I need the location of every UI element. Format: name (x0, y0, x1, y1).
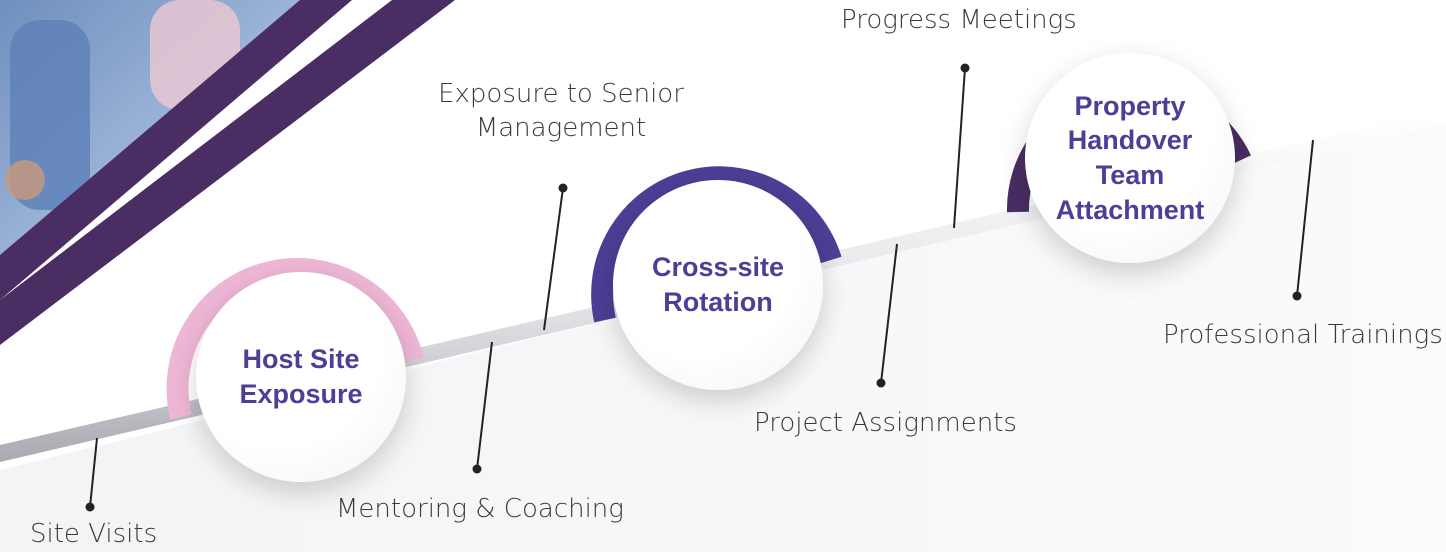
connector-dot-trainings (1292, 291, 1302, 301)
property-handover-line3: Team (1095, 160, 1165, 190)
milestone-cross-site: Cross-site Rotation (613, 180, 823, 390)
connector-dot-progress (960, 63, 970, 73)
connector-progress (953, 67, 966, 229)
milestone-property-handover: Property Handover Team Attachment (1025, 53, 1235, 263)
connector-dot-project (876, 378, 886, 388)
cross-site-arc (591, 166, 842, 323)
diagonal-stripe-inner (0, 0, 455, 345)
connector-mentoring (476, 341, 493, 470)
exposure-line2: Management (475, 112, 647, 143)
exposure-line1: Exposure to Senior (438, 79, 684, 109)
label-site-visits: Site Visits (30, 519, 158, 549)
connector-dot-site-visits (85, 502, 95, 512)
diagonal-stripe-outer (0, 0, 352, 300)
connector-site-visits (89, 437, 98, 508)
label-professional-trainings: Professional Trainings (1163, 320, 1443, 350)
milestone-cross-site-label: Cross-site Rotation (640, 250, 796, 319)
cross-site-line1: Cross-site (651, 252, 785, 283)
milestone-host-site: Host Site Exposure (196, 272, 406, 482)
connector-dot-exposure (558, 183, 568, 193)
host-site-line2: Exposure (239, 379, 363, 409)
connector-dot-mentoring (472, 464, 482, 474)
label-exposure-senior-management: Exposure to Senior Management (430, 78, 692, 146)
milestone-property-handover-label: Property Handover Team Attachment (1044, 89, 1217, 227)
connectors (85, 63, 1314, 512)
label-project-assignments: Project Assignments (754, 408, 1017, 438)
host-site-line1: Host Site (242, 344, 360, 375)
property-handover-line2: Handover (1067, 125, 1193, 156)
property-handover-line4: Attachment (1055, 194, 1205, 225)
property-handover-line1: Property (1074, 90, 1186, 121)
label-mentoring-coaching: Mentoring & Coaching (336, 494, 624, 524)
connector-exposure (543, 187, 564, 331)
host-site-arc (166, 258, 424, 420)
milestone-host-site-label: Host Site Exposure (227, 342, 374, 411)
label-progress-meetings: Progress Meetings (841, 5, 1077, 35)
cross-site-line2: Rotation (663, 287, 773, 317)
connector-trainings (1296, 139, 1314, 297)
connector-project (880, 243, 898, 384)
